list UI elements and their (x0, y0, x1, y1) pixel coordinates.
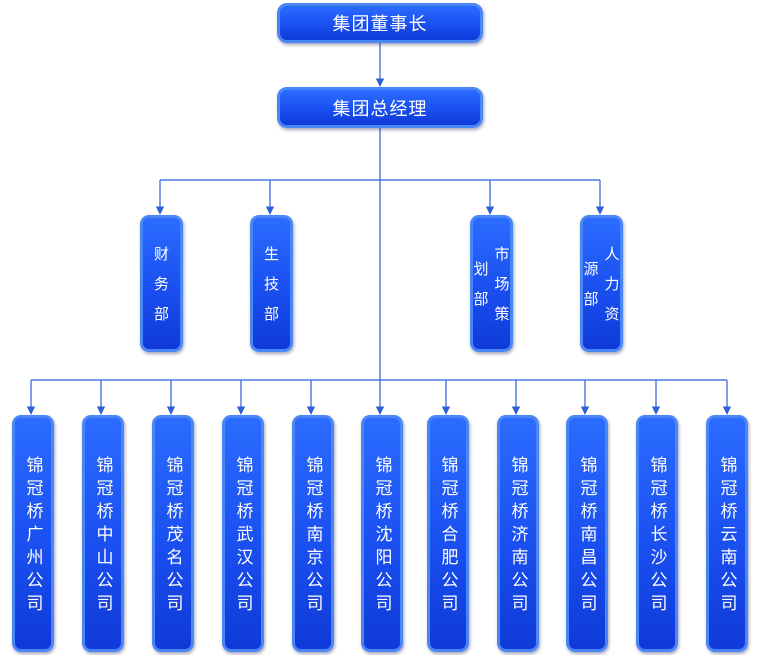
dept-finance: 财务部 (140, 215, 183, 352)
dept-human-resources: 人力资源部 (580, 215, 623, 352)
company-jinan: 锦冠桥济南公司 (497, 415, 539, 652)
company-shenyang: 锦冠桥沈阳公司 (361, 415, 403, 652)
dept-production-tech: 生技部 (250, 215, 293, 352)
dept-marketing-planning: 市场策划部 (470, 215, 513, 352)
company-nanchang: 锦冠桥南昌公司 (566, 415, 608, 652)
company-wuhan: 锦冠桥武汉公司 (222, 415, 264, 652)
company-yunnan: 锦冠桥云南公司 (706, 415, 748, 652)
chairman-box: 集团董事长 (277, 3, 483, 43)
company-zhongshan: 锦冠桥中山公司 (82, 415, 124, 652)
general-manager-box: 集团总经理 (277, 87, 483, 128)
company-hefei: 锦冠桥合肥公司 (427, 415, 469, 652)
company-changsha: 锦冠桥长沙公司 (636, 415, 678, 652)
company-guangzhou: 锦冠桥广州公司 (12, 415, 54, 652)
company-maoming: 锦冠桥茂名公司 (152, 415, 194, 652)
company-nanjing: 锦冠桥南京公司 (292, 415, 334, 652)
